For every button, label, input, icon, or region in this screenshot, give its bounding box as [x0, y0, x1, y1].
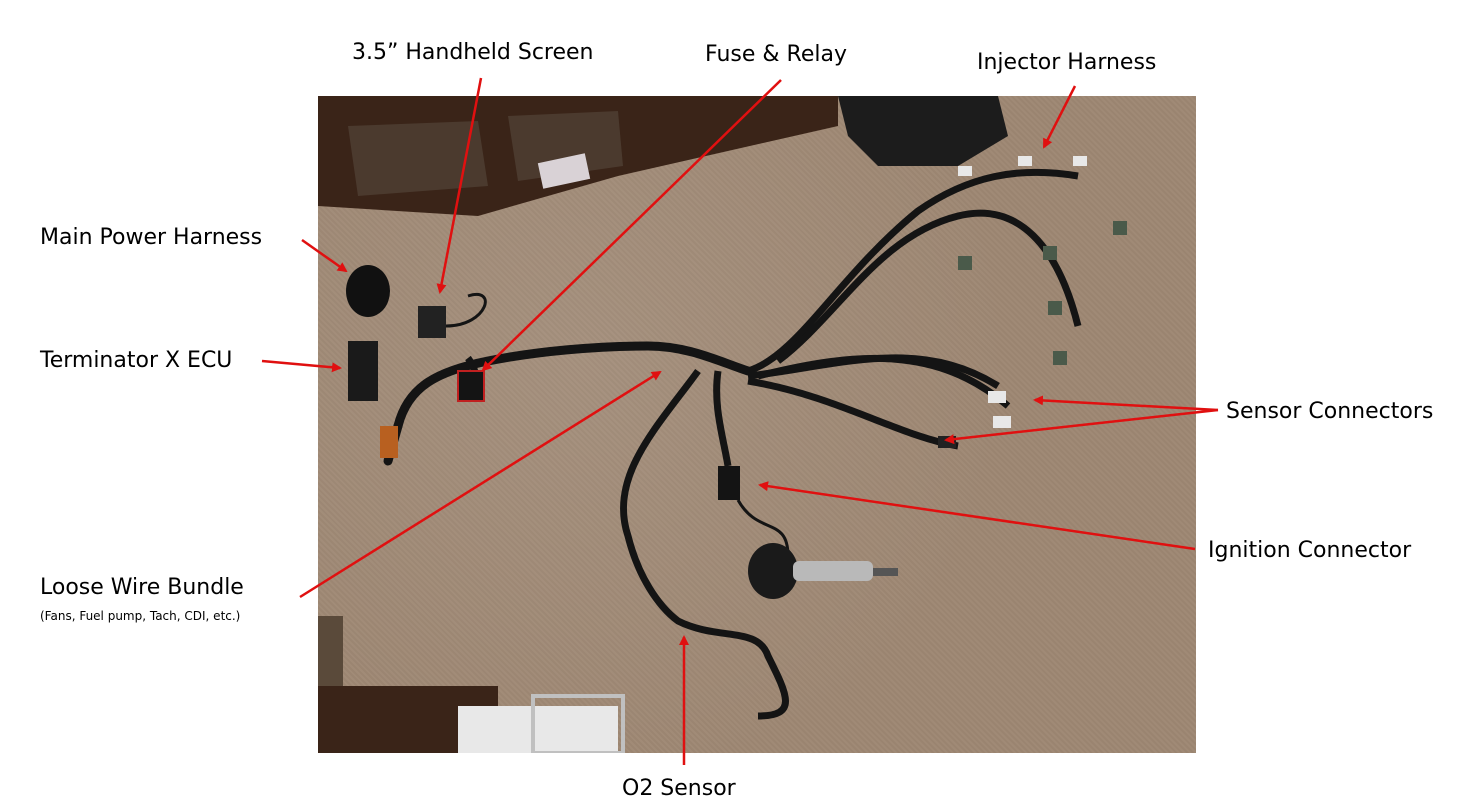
distributor-body [793, 561, 873, 581]
left-strip [318, 616, 343, 686]
cabinet-glass [508, 111, 623, 181]
harness-illustration [318, 96, 1127, 753]
harness-injector-1 [746, 168, 1079, 375]
injector-connector [1018, 156, 1032, 166]
arrow-sensor-connectors-1 [1033, 395, 1219, 412]
injector-connector [1048, 301, 1062, 315]
connector-lower-left [380, 426, 398, 458]
injector-connector [1053, 351, 1067, 365]
label-loose-wire-bundle: Loose Wire Bundle [40, 575, 244, 600]
stand [531, 694, 625, 753]
distributor-cap [748, 543, 798, 599]
handheld-screen [418, 306, 446, 338]
ignition-plug [718, 466, 740, 500]
arrow-injector-harness [1042, 85, 1077, 149]
arrow-main-power-harness [301, 238, 348, 273]
harness-photo [318, 96, 1196, 753]
arrow-terminator-ecu [261, 359, 342, 373]
injector-connector [1113, 221, 1127, 235]
ecu-box [348, 341, 378, 401]
label-loose-wire-bundle-note: (Fans, Fuel pump, Tach, CDI, etc.) [40, 609, 241, 623]
fuse-relay-block [457, 370, 485, 402]
label-o2-sensor: O2 Sensor [622, 776, 736, 801]
label-terminator-ecu: Terminator X ECU [40, 348, 233, 373]
label-sensor-connectors: Sensor Connectors [1226, 399, 1434, 424]
harness-injector-2 [775, 209, 1082, 364]
handheld-cable [445, 292, 487, 328]
cabinet-panel [537, 153, 591, 189]
power-harness-coil [346, 265, 390, 317]
speaker-box [838, 96, 1008, 166]
label-injector-harness: Injector Harness [977, 50, 1157, 75]
arrow-loose-wire-bundle [299, 370, 662, 599]
injector-connector [958, 256, 972, 270]
harness-ignition [713, 370, 732, 467]
injector-connector [1073, 156, 1087, 166]
ignition-wire [736, 499, 790, 557]
harness-sensor-3 [757, 354, 1011, 409]
arrow-sensor-connectors-2 [944, 408, 1219, 445]
arrow-ignition-connector [758, 481, 1196, 551]
arrow-fuse-relay [481, 79, 782, 372]
label-fuse-relay: Fuse & Relay [705, 42, 847, 67]
distributor-shaft [873, 568, 898, 576]
harness-trunk [393, 341, 753, 431]
label-handheld-screen: 3.5” Handheld Screen [352, 40, 594, 65]
harness-sensor-2 [747, 377, 959, 450]
white-box [458, 706, 618, 753]
injector-connector [958, 166, 972, 176]
label-ignition-connector: Ignition Connector [1208, 538, 1412, 563]
cabinet-glass [348, 121, 488, 196]
harness-o2 [620, 368, 789, 720]
arrow-handheld-screen [436, 77, 483, 294]
sensor-connector [993, 416, 1011, 428]
label-main-power-harness: Main Power Harness [40, 225, 263, 250]
injector-connector [1043, 246, 1057, 260]
sensor-connector [988, 391, 1006, 403]
